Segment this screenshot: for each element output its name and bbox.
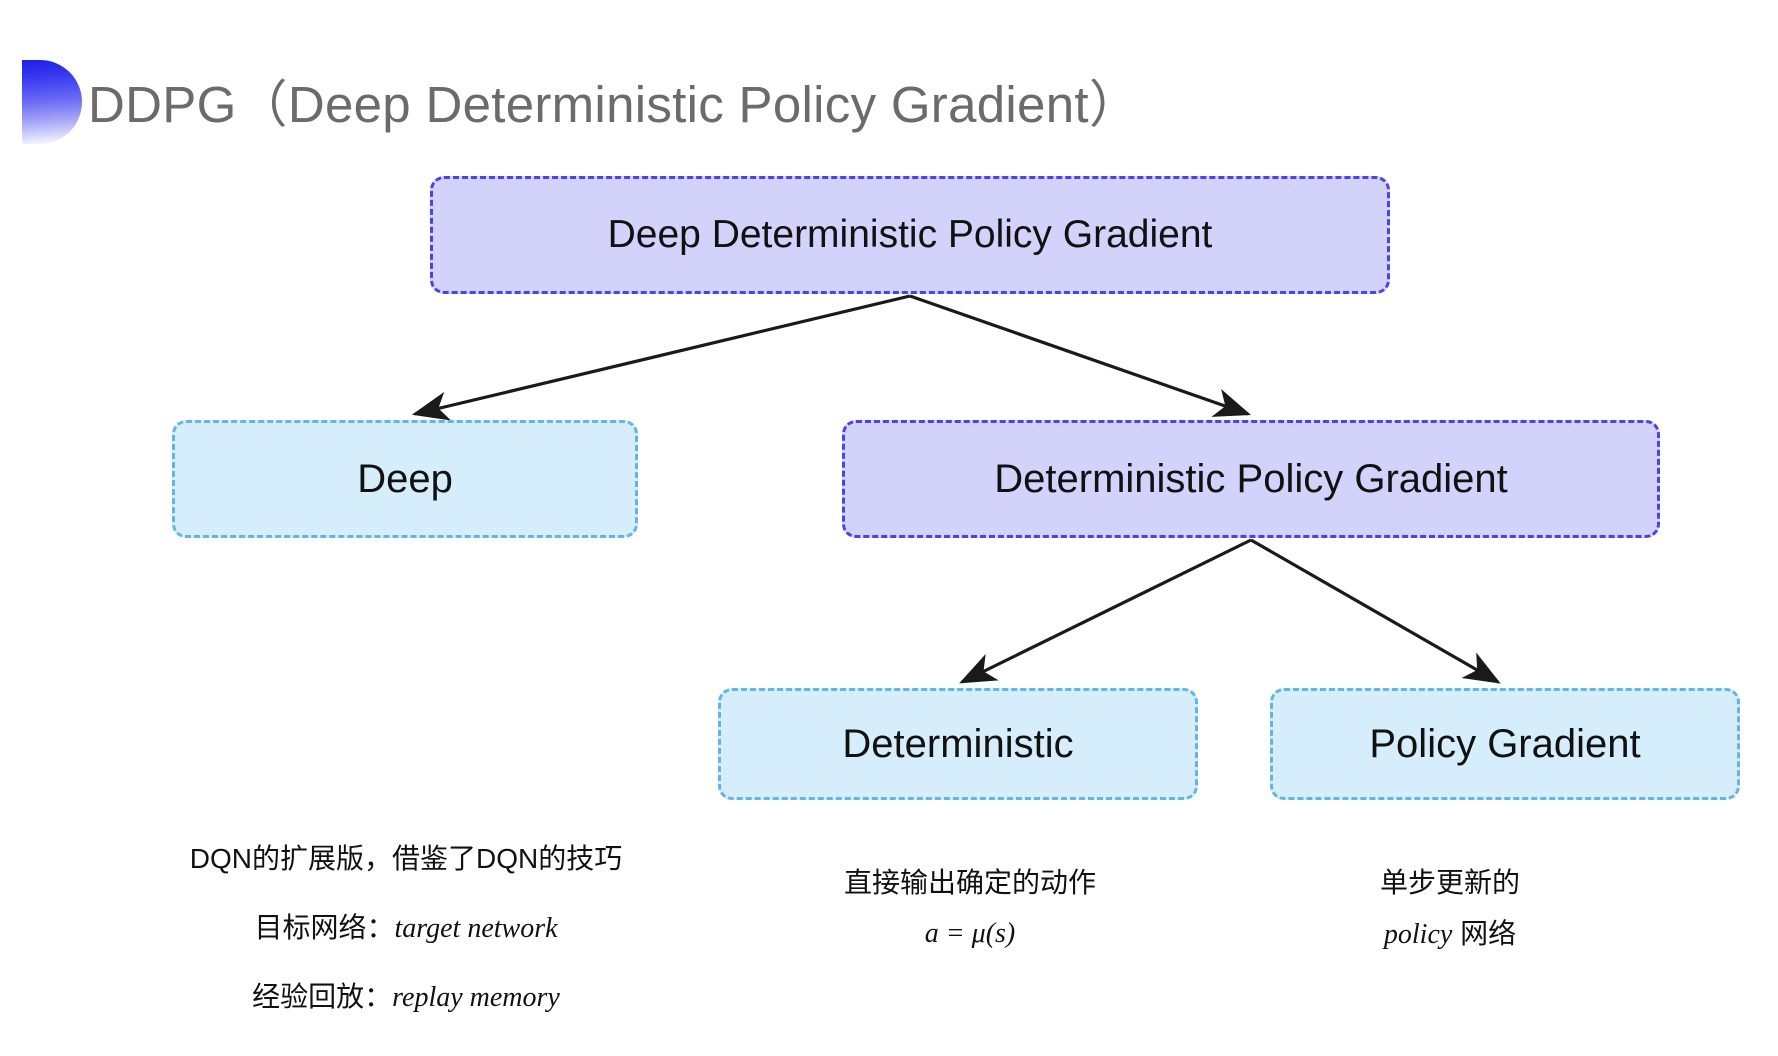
note-deep: DQN的扩展版，借鉴了DQN的技巧 目标网络：target network 经验… xyxy=(96,838,716,1020)
note-deep-line-2: 目标网络：target network xyxy=(96,907,716,951)
edge-root-to-dpg xyxy=(909,294,1252,417)
note-deterministic: 直接输出确定的动作 a = μ(s) xyxy=(700,862,1240,963)
slide-margin-bottom xyxy=(0,1034,1778,1056)
note-deterministic-line-1: 直接输出确定的动作 xyxy=(843,867,1096,898)
node-policy-gradient[interactable]: Policy Gradient xyxy=(1270,688,1740,800)
slide-margin-right xyxy=(1756,0,1778,1056)
note-deep-line-2-label: 目标网络： xyxy=(254,911,395,943)
node-deterministic[interactable]: Deterministic xyxy=(718,688,1198,800)
note-deep-line-1: DQN的扩展版，借鉴了DQN的技巧 xyxy=(189,843,623,874)
note-deep-line-2-term: target network xyxy=(394,912,558,944)
node-deep-deterministic-policy-gradient[interactable]: Deep Deterministic Policy Gradient xyxy=(430,176,1390,294)
title-accent-shape xyxy=(22,60,82,144)
node-label: Policy Gradient xyxy=(1369,721,1641,766)
note-deep-line-3-term: replay memory xyxy=(392,982,560,1014)
node-label: Deep xyxy=(357,456,453,501)
note-deterministic-formula: a = μ(s) xyxy=(924,917,1016,949)
note-policy-gradient: 单步更新的 policy 网络 xyxy=(1220,862,1680,964)
node-label: Deterministic Policy Gradient xyxy=(994,456,1508,501)
node-label: Deterministic xyxy=(842,721,1074,766)
node-deterministic-policy-gradient[interactable]: Deterministic Policy Gradient xyxy=(842,420,1660,538)
note-policy-gradient-suffix: 网络 xyxy=(1452,917,1517,949)
node-label: Deep Deterministic Policy Gradient xyxy=(607,213,1213,256)
slide-margin-top xyxy=(0,0,1778,26)
edge-root-to-deep xyxy=(411,294,911,421)
note-deep-line-3: 经验回放：replay memory xyxy=(96,976,716,1020)
edge-dpg-to-deterministic xyxy=(959,538,1252,684)
note-policy-gradient-line-1: 单步更新的 xyxy=(1379,867,1520,898)
note-policy-gradient-line-2: policy 网络 xyxy=(1220,913,1680,957)
edge-dpg-to-policy-gradient xyxy=(1250,538,1501,684)
node-deep[interactable]: Deep xyxy=(172,420,638,538)
note-deep-line-3-label: 经验回放： xyxy=(252,981,393,1013)
note-policy-gradient-term: policy xyxy=(1383,918,1453,950)
slide-margin-left xyxy=(0,0,26,1056)
page-title: DDPG（Deep Deterministic Policy Gradient） xyxy=(88,76,1141,133)
